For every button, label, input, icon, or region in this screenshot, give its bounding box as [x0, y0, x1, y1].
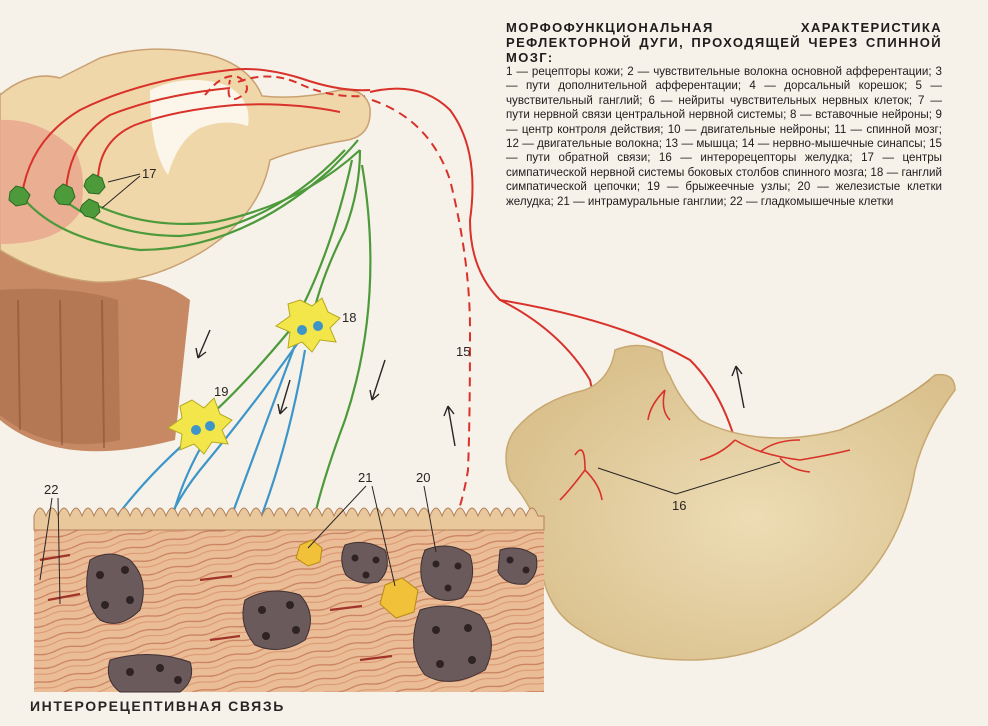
afferent-fibers [21, 68, 371, 196]
legend-text: МОРФОФУНКЦИОНАЛЬНАЯ ХАРАКТЕРИСТИКА РЕФЛЕ… [506, 20, 942, 209]
label-19: 19 [214, 384, 228, 399]
interoreceptor-branches [559, 389, 851, 501]
legend-body: 1 — рецепторы кожи; 2 — чувствительные в… [506, 65, 942, 208]
intramural-ganglia [295, 539, 419, 619]
stomach [505, 344, 956, 661]
label-15: 15 [456, 344, 470, 359]
label-17-pointers [101, 173, 141, 209]
label-16-pointers [597, 461, 781, 495]
afferent-pathway [369, 87, 736, 551]
ganglion-mesenteric [166, 397, 233, 455]
label-17: 17 [142, 166, 156, 181]
gland-nuclei [96, 554, 530, 684]
label-16: 16 [672, 498, 686, 513]
label-21: 21 [358, 470, 372, 485]
flow-arrows [195, 329, 745, 447]
spinal-cord-section [0, 48, 371, 283]
ganglion-sympathetic-chain [274, 297, 341, 353]
smooth-muscle-cells [39, 553, 393, 662]
figure-caption: ИНТЕРОРЕЦЕПТИВНАЯ СВЯЗЬ [30, 698, 285, 714]
label-20: 20 [416, 470, 430, 485]
label-pointers [39, 485, 437, 605]
label-22: 22 [44, 482, 58, 497]
sympathetic-centers [8, 173, 106, 219]
label-18: 18 [342, 310, 356, 325]
legend-title: МОРФОФУНКЦИОНАЛЬНАЯ ХАРАКТЕРИСТИКА РЕФЛЕ… [506, 20, 942, 65]
